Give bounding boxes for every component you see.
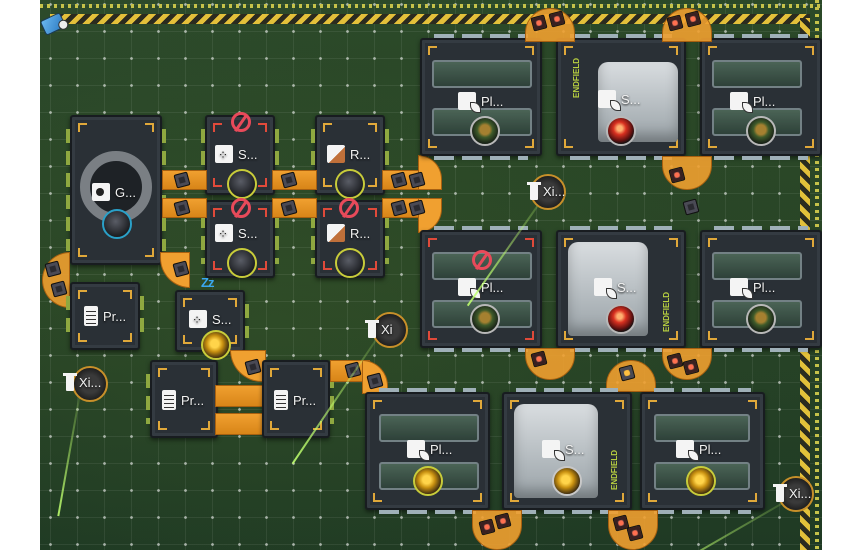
sleep-icon: Zz: [201, 275, 214, 290]
building-label: Pr...: [274, 390, 316, 410]
building-label: S...: [215, 224, 258, 242]
building-s1[interactable]: S...: [201, 112, 279, 199]
building-label: Pr...: [162, 390, 204, 410]
output-slot[interactable]: [413, 466, 443, 496]
building-label: S...: [594, 278, 637, 299]
pylon-icon: [365, 320, 379, 338]
building-label: S...: [215, 145, 258, 163]
building-label: Pl...: [407, 440, 452, 461]
brand-decal: ENDFIELD: [610, 450, 619, 490]
document-icon: [84, 306, 98, 326]
factory-icon: [215, 145, 233, 163]
building-pr3[interactable]: Pr...: [262, 360, 334, 438]
grow-tank: [432, 60, 532, 88]
building-pl4[interactable]: Pl...: [700, 226, 822, 352]
conveyor-segment[interactable]: [215, 413, 263, 435]
building-label: Pr...: [84, 306, 126, 326]
building-g1[interactable]: G...: [66, 115, 166, 265]
building-label: S...: [189, 310, 232, 328]
building-r1[interactable]: R...: [311, 115, 389, 199]
pylon-icon: [527, 182, 541, 200]
building-pl2[interactable]: Pl...: [700, 34, 822, 160]
building-s3[interactable]: Zz S...: [175, 276, 249, 360]
grow-tank: [654, 414, 750, 442]
seed-icon: [542, 440, 565, 461]
building-r2[interactable]: R...: [311, 198, 389, 278]
building-s5[interactable]: ENDFIELD S...: [556, 226, 686, 352]
power-pylon-xi2[interactable]: [372, 312, 408, 348]
output-slot[interactable]: [746, 304, 776, 334]
game-viewport[interactable]: G... S... S... R...: [40, 0, 822, 550]
gear-furnace-icon: [92, 183, 110, 201]
output-slot[interactable]: [227, 169, 257, 199]
pylon-label: Xi...: [63, 373, 101, 391]
document-icon: [274, 390, 288, 410]
building-pl5[interactable]: Pl...: [365, 388, 490, 514]
planter-icon: [730, 92, 753, 113]
building-label: Pl...: [730, 92, 775, 113]
output-slot[interactable]: [552, 466, 582, 496]
seed-icon: [598, 90, 621, 111]
building-label: Pl...: [676, 440, 721, 461]
conveyor-segment[interactable]: [215, 385, 263, 407]
planter-icon: [730, 278, 753, 299]
output-slot[interactable]: [335, 248, 365, 278]
output-slot[interactable]: [746, 116, 776, 146]
disabled-icon: [339, 198, 359, 218]
building-label: R...: [327, 145, 370, 163]
disabled-icon: [231, 198, 251, 218]
building-label: S...: [598, 90, 641, 111]
output-slot[interactable]: [201, 330, 231, 360]
refinery-icon: [327, 224, 345, 242]
building-pr1[interactable]: Pr...: [66, 282, 144, 350]
pylon-label: Xi: [365, 320, 393, 338]
building-label: Pl...: [730, 278, 775, 299]
planter-icon: [458, 278, 481, 299]
planter-icon: [676, 440, 699, 461]
building-pl6[interactable]: Pl...: [640, 388, 765, 514]
building-label: Pl...: [458, 92, 503, 113]
building-label: G...: [92, 183, 136, 201]
building-pl3[interactable]: Pl...: [420, 226, 542, 352]
grow-tank: [712, 252, 802, 280]
building-label: S...: [542, 440, 585, 461]
planter-icon: [407, 440, 430, 461]
output-slot[interactable]: [227, 248, 257, 278]
pylon-icon: [773, 484, 787, 502]
building-s6[interactable]: ENDFIELD S...: [502, 388, 632, 514]
pylon-label: Xi...: [527, 182, 565, 200]
hazard-stripe-top: [50, 14, 810, 24]
factory-icon: [189, 310, 207, 328]
brand-decal: ENDFIELD: [662, 292, 671, 332]
output-slot[interactable]: [606, 116, 636, 146]
building-pl1[interactable]: Pl...: [420, 34, 542, 160]
output-slot[interactable]: [606, 304, 636, 334]
output-slot[interactable]: [470, 304, 500, 334]
factory-icon: [215, 224, 233, 242]
brand-decal: ENDFIELD: [572, 58, 581, 98]
building-s2[interactable]: S...: [201, 198, 279, 278]
building-pr2[interactable]: Pr...: [146, 360, 218, 438]
building-s4[interactable]: ENDFIELD S...: [556, 34, 686, 160]
output-slot[interactable]: [335, 169, 365, 199]
output-slot[interactable]: [686, 466, 716, 496]
output-slot[interactable]: [470, 116, 500, 146]
output-slot[interactable]: [102, 209, 132, 239]
grow-tank: [379, 414, 479, 442]
refinery-icon: [327, 145, 345, 163]
boundary-top: [40, 4, 822, 8]
pylon-label: Xi...: [773, 484, 811, 502]
pylon-icon: [63, 373, 77, 391]
document-icon: [162, 390, 176, 410]
grow-tank: [712, 60, 802, 88]
disabled-icon: [472, 250, 492, 270]
seed-icon: [594, 278, 617, 299]
disabled-icon: [231, 112, 251, 132]
building-label: R...: [327, 224, 370, 242]
planter-icon: [458, 92, 481, 113]
